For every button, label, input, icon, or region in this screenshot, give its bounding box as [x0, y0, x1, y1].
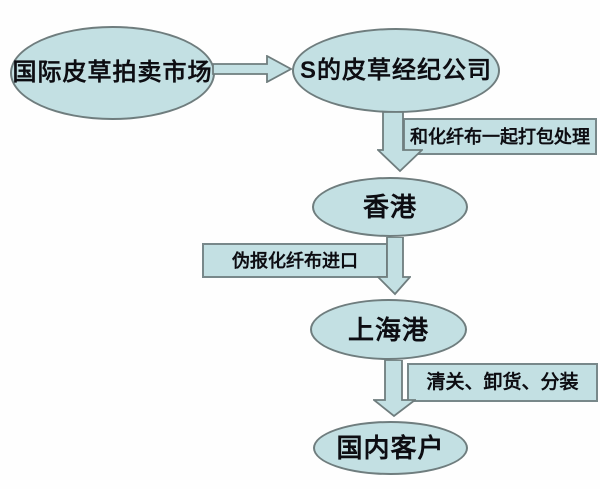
- node-hong-kong: 香港: [312, 177, 468, 237]
- node-label: 上海港: [347, 314, 429, 345]
- edge-label-false-declaration-import: 伪报化纤布进口: [202, 243, 388, 278]
- edge-label-text: 和化纤布一起打包处理: [410, 126, 590, 147]
- node-domestic-customers: 国内客户: [313, 421, 468, 475]
- down-block-arrow-icon: [373, 360, 416, 418]
- edge-label-text: 清关、卸货、分装: [426, 372, 579, 393]
- node-international-fur-auction-market: 国际皮草拍卖市场: [10, 26, 215, 120]
- node-label: 国际皮草拍卖市场: [12, 59, 213, 86]
- edge-label-customs-unload-repack: 清关、卸货、分装: [407, 363, 598, 402]
- node-shanghai-port: 上海港: [310, 299, 467, 360]
- down-block-arrow-icon: [377, 112, 423, 173]
- node-s-fur-broker-company: S的皮草经纪公司: [292, 28, 500, 113]
- node-label: 国内客户: [336, 433, 445, 463]
- edge-label-pack-with-chemical-fiber-cloth: 和化纤布一起打包处理: [403, 118, 597, 155]
- node-label: S的皮草经纪公司: [299, 56, 492, 84]
- down-block-arrow-icon: [377, 237, 411, 296]
- node-label: 香港: [362, 192, 417, 222]
- right-block-arrow-icon: [212, 55, 292, 83]
- edge-label-text: 伪报化纤布进口: [232, 250, 358, 271]
